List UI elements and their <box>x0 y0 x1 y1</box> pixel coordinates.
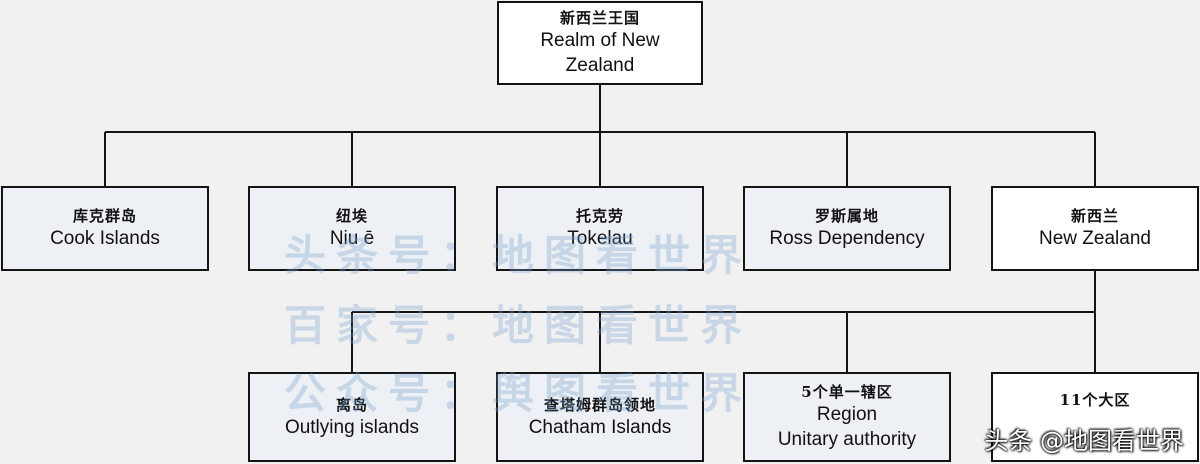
node-chatham-islands: 查塔姆群岛领地 Chatham Islands <box>496 372 704 462</box>
node-cn-label: 库克群岛 <box>72 207 137 225</box>
node-unitary-authority: 5个单一辖区 Region Unitary authority <box>743 372 951 462</box>
node-new-zealand: 新西兰 New Zealand <box>991 186 1199 271</box>
node-cn-label: 罗斯属地 <box>814 207 879 225</box>
node-cn-label: 新西兰王国 <box>559 9 640 27</box>
node-tokelau: 托克劳 Tokelau <box>496 186 704 271</box>
node-en-label: Realm of New Zealand <box>540 30 660 76</box>
node-en-label: Niu ē <box>329 228 375 249</box>
node-11-regions: 11个大区 <box>991 372 1199 462</box>
node-cn-label: 新西兰 <box>1070 207 1119 225</box>
node-cn-label: 离岛 <box>335 395 368 414</box>
node-cook-islands: 库克群岛 Cook Islands <box>1 186 209 271</box>
node-cn-label: 查塔姆群岛领地 <box>543 395 656 414</box>
node-cn-label: 5个单一辖区 <box>801 383 893 401</box>
node-cn-label: 11个大区 <box>1059 391 1131 409</box>
node-outlying-islands: 离岛 Outlying islands <box>248 372 456 462</box>
node-en-label: Tokelau <box>567 228 633 249</box>
source-badge: 头条 @地图看世界 <box>984 427 1184 455</box>
node-en-label: Chatham Islands <box>528 416 672 438</box>
node-niue: 纽埃 Niu ē <box>248 186 456 271</box>
node-en-label-2: Unitary authority <box>777 429 917 450</box>
node-realm-of-new-zealand: 新西兰王国 Realm of New Zealand <box>497 1 703 85</box>
node-cn-label: 托克劳 <box>575 207 624 225</box>
node-en-label: Cook Islands <box>50 228 160 249</box>
node-en-label: Ross Dependency <box>769 228 925 249</box>
node-en-label: New Zealand <box>1039 228 1151 249</box>
node-cn-label: 纽埃 <box>335 207 368 225</box>
node-en-label: Region <box>816 404 878 425</box>
node-ross-dependency: 罗斯属地 Ross Dependency <box>743 186 951 271</box>
node-en-label: Outlying islands <box>284 416 420 438</box>
